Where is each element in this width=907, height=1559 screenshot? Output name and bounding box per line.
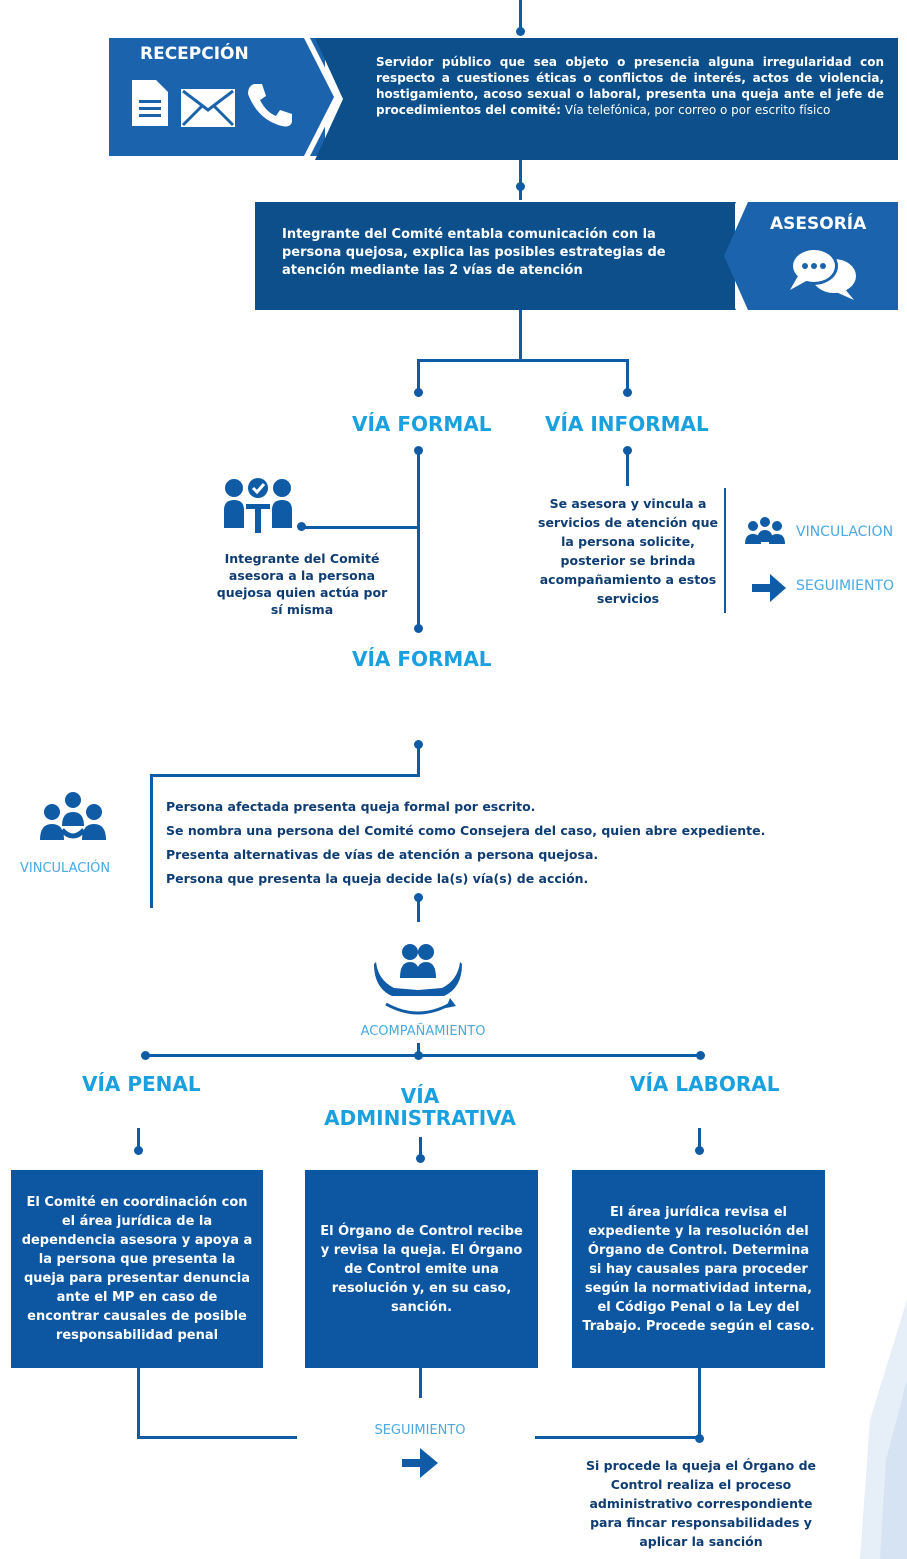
final-text: Si procede la queja el Órgano de Control…: [585, 1458, 817, 1549]
vinculacion-line-1: Persona afectada presenta queja formal p…: [166, 799, 536, 814]
connector-dot: [141, 1051, 150, 1060]
reception-text-regular: Vía telefónica, por correo o por escrito…: [560, 103, 831, 117]
accompaniment-hands-icon: [374, 944, 462, 1015]
arrow-right-icon: [752, 574, 786, 602]
connector-vinc-left: [150, 774, 153, 908]
seguimiento-label: SEGUIMIENTO: [374, 1423, 466, 1438]
connector-laboral-down: [698, 1128, 701, 1150]
connector-dot: [516, 27, 525, 36]
connector-right-down: [626, 359, 629, 393]
vinculacion-line-4: Persona que presenta la queja decide la(…: [166, 871, 589, 886]
reception-text-notch: [315, 38, 355, 160]
advice-title: ASESORÍA: [770, 214, 867, 234]
connector-vinc-h: [150, 774, 420, 777]
connector-dot: [414, 1051, 423, 1060]
connector-dot: [623, 446, 632, 455]
path-penal-box: El Comité en coordinación con el área ju…: [11, 1170, 263, 1368]
vinculacion-group-icon: [40, 792, 106, 840]
connector-advice-split: [519, 310, 522, 362]
connector-penal-h: [137, 1436, 297, 1439]
path-laboral-box: El área jurídica revisa el expediente y …: [572, 1170, 825, 1368]
connector-formal-main: [417, 448, 420, 628]
path-admin-box: El Órgano de Control recibe y revisa la …: [305, 1170, 538, 1368]
committee-advisor-icon: [224, 478, 292, 533]
path-laboral-title: VÍA LABORAL: [630, 1072, 780, 1096]
path-admin-title-2: ADMINISTRATIVA: [324, 1106, 516, 1130]
connector-vinc-top: [417, 744, 420, 774]
connector-dot: [297, 522, 306, 531]
connector-admin-down: [419, 1137, 422, 1159]
advice-text-notch: [700, 202, 736, 310]
advice-text-panel: [255, 202, 735, 310]
chat-bubbles-icon: [790, 247, 856, 300]
acompanamiento-label: ACOMPAÑAMIENTO: [360, 1024, 486, 1039]
path-admin-title-1: VÍA: [400, 1084, 440, 1108]
connector-dot: [414, 624, 423, 633]
connector-dot: [416, 1154, 425, 1163]
connector-dot: [134, 1146, 143, 1155]
connector-dot: [414, 893, 423, 902]
route-informal-title: VÍA INFORMAL: [545, 412, 709, 436]
reception-title: RECEPCIÓN: [140, 44, 249, 64]
vinculacion-line-3: Presenta alternativas de vías de atenció…: [166, 847, 599, 862]
phone-icon: [248, 84, 292, 127]
connector-admin-bottom: [419, 1368, 422, 1398]
seguimiento-arrow-icon: [402, 1448, 438, 1478]
vinculacion-line-2: Se nombra una persona del Comité como Co…: [166, 823, 766, 838]
connector-dot: [516, 182, 525, 191]
informal-text: Se asesora y vincula a servicios de aten…: [538, 496, 719, 606]
legend-vinculacion: VINCULACIÓN: [796, 524, 894, 540]
connector-dot: [623, 388, 632, 397]
connector-vinc-bottom: [417, 896, 420, 922]
connector-dot: [414, 388, 423, 397]
path-penal-title: VÍA PENAL: [82, 1072, 201, 1096]
reception-text-panel: [346, 38, 898, 160]
vinculacion-label: VINCULACIÓN: [20, 861, 111, 876]
connector-dot: [696, 1051, 705, 1060]
connector-penal-down: [137, 1128, 140, 1150]
reception-text-bold: Servidor público que sea objeto o presen…: [376, 55, 884, 117]
legend-seguimiento: SEGUIMIENTO: [796, 578, 895, 594]
connector-laboral-h: [535, 1436, 701, 1439]
route-formal-title: VÍA FORMAL: [352, 412, 492, 436]
connector-branch-h: [145, 1054, 701, 1057]
route-formal-title-2: VÍA FORMAL: [352, 647, 492, 671]
reception-arrow-shape: [290, 38, 340, 156]
formal-text: Integrante del Comité asesora a la perso…: [216, 551, 388, 617]
connector-dot: [414, 446, 423, 455]
connector-laboral-bottom: [698, 1368, 701, 1438]
connector-dot: [695, 1146, 704, 1155]
connector-informal-main: [626, 448, 629, 486]
connector-penal-bottom: [137, 1368, 140, 1438]
background-decoration: [860, 1300, 907, 1559]
connector-reception-advice: [519, 160, 522, 200]
informal-divider: [724, 488, 726, 613]
connector-dot: [695, 1434, 704, 1443]
mail-icon: [181, 89, 235, 127]
connector-dot: [414, 740, 423, 749]
reception-text: Servidor público que sea objeto o presen…: [376, 54, 884, 118]
connector-acomp-down: [417, 1043, 420, 1057]
connector-formal-side: [301, 526, 419, 529]
connector-left-down: [417, 359, 420, 393]
advice-text: Integrante del Comité entabla comunicaci…: [282, 227, 666, 278]
connector-split-h: [417, 359, 629, 362]
advice-arrow-shape: [724, 202, 768, 310]
connector-top: [519, 0, 522, 32]
people-group-icon: [745, 517, 785, 544]
document-icon: [132, 80, 168, 126]
